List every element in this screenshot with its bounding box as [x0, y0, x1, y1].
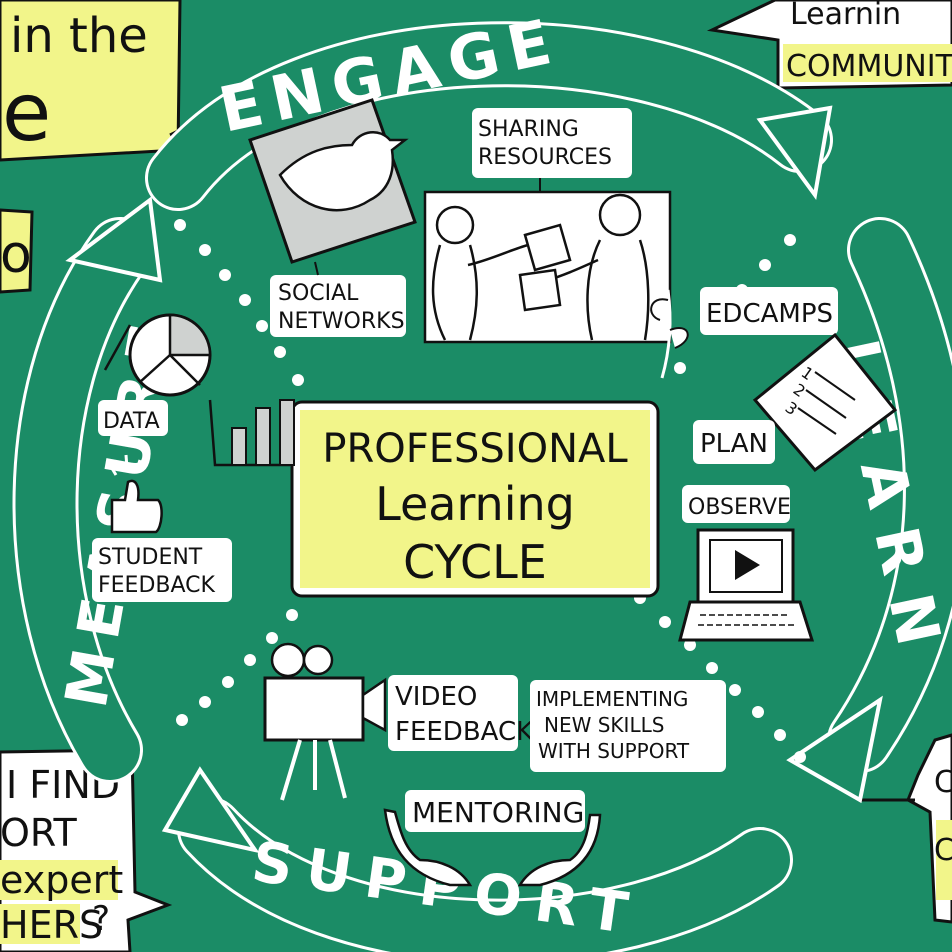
hands-icon: [383, 808, 602, 887]
sharing-resources-line2: RESOURCES: [478, 145, 612, 170]
student-feedback-line2: FEEDBACK: [98, 573, 216, 598]
support-arrow: [161, 766, 793, 952]
video-feedback-line2: FEEDBACK: [395, 717, 534, 747]
notepad-icon: 1 2 3: [752, 332, 898, 473]
center-title-box: PROFESSIONAL Learning CYCLE: [290, 400, 660, 598]
left-mid-note-text: o: [0, 225, 32, 285]
social-networks-line1: SOCIAL: [278, 281, 359, 306]
video-feedback-line1: VIDEO: [395, 682, 477, 712]
social-networks-connector: [314, 261, 319, 276]
laptop-play-icon: [678, 528, 815, 642]
bottom-left-note-line4: HERS: [0, 903, 103, 947]
implementing-line2: NEW SKILLS: [544, 713, 664, 737]
bottom-left-note-line3: expert: [0, 858, 123, 902]
right-mid-note: C C: [906, 733, 952, 924]
top-right-note: Learnin COMMUNIT: [706, 0, 952, 90]
top-left-note-line1: in the: [10, 8, 148, 64]
right-mid-note-text2: C: [934, 833, 952, 868]
measure-arrow: [12, 196, 163, 783]
bottom-left-note-line2: ORT: [0, 811, 78, 855]
plan-label: PLAN: [700, 429, 768, 459]
sharing-resources-line1: SHARING: [478, 117, 579, 142]
twitter-bird-icon: [248, 98, 417, 264]
center-title-line3: CYCLE: [403, 535, 547, 589]
top-left-note: in the e: [0, 0, 182, 162]
sprout-icon: [650, 289, 689, 379]
implementing-line3: WITH SUPPORT: [538, 739, 690, 763]
center-title-line1: PROFESSIONAL: [322, 426, 628, 472]
top-right-note-line2: COMMUNIT: [786, 49, 952, 84]
engage-arrow: [145, 21, 833, 211]
data-label: DATA: [103, 409, 160, 434]
bottom-left-note: I FIND ORT expert HERS ?: [0, 748, 173, 952]
edcamps-label: EDCAMPS: [706, 299, 833, 329]
thumbs-up-icon: [108, 454, 163, 534]
implementing-line1: IMPLEMENTING: [536, 687, 688, 711]
student-feedback-line1: STUDENT: [98, 545, 203, 570]
observe-label: OBSERVE: [688, 495, 791, 520]
mentoring-label: MENTORING: [412, 796, 584, 829]
video-camera-icon: [263, 642, 387, 801]
social-networks-line2: NETWORKS: [278, 309, 405, 334]
bar-chart-icon: [231, 399, 295, 466]
learn-arrow: [786, 217, 952, 804]
right-mid-note-text1: C: [934, 765, 952, 800]
pie-chart-icon: [128, 313, 212, 397]
left-mid-note: o: [0, 208, 34, 294]
top-left-note-line2: e: [2, 66, 51, 159]
bottom-left-note-q: ?: [92, 899, 110, 939]
top-right-note-line1: Learnin: [790, 0, 901, 32]
sharing-resources-illustration: [423, 190, 672, 344]
center-title-line2: Learning: [375, 477, 575, 531]
